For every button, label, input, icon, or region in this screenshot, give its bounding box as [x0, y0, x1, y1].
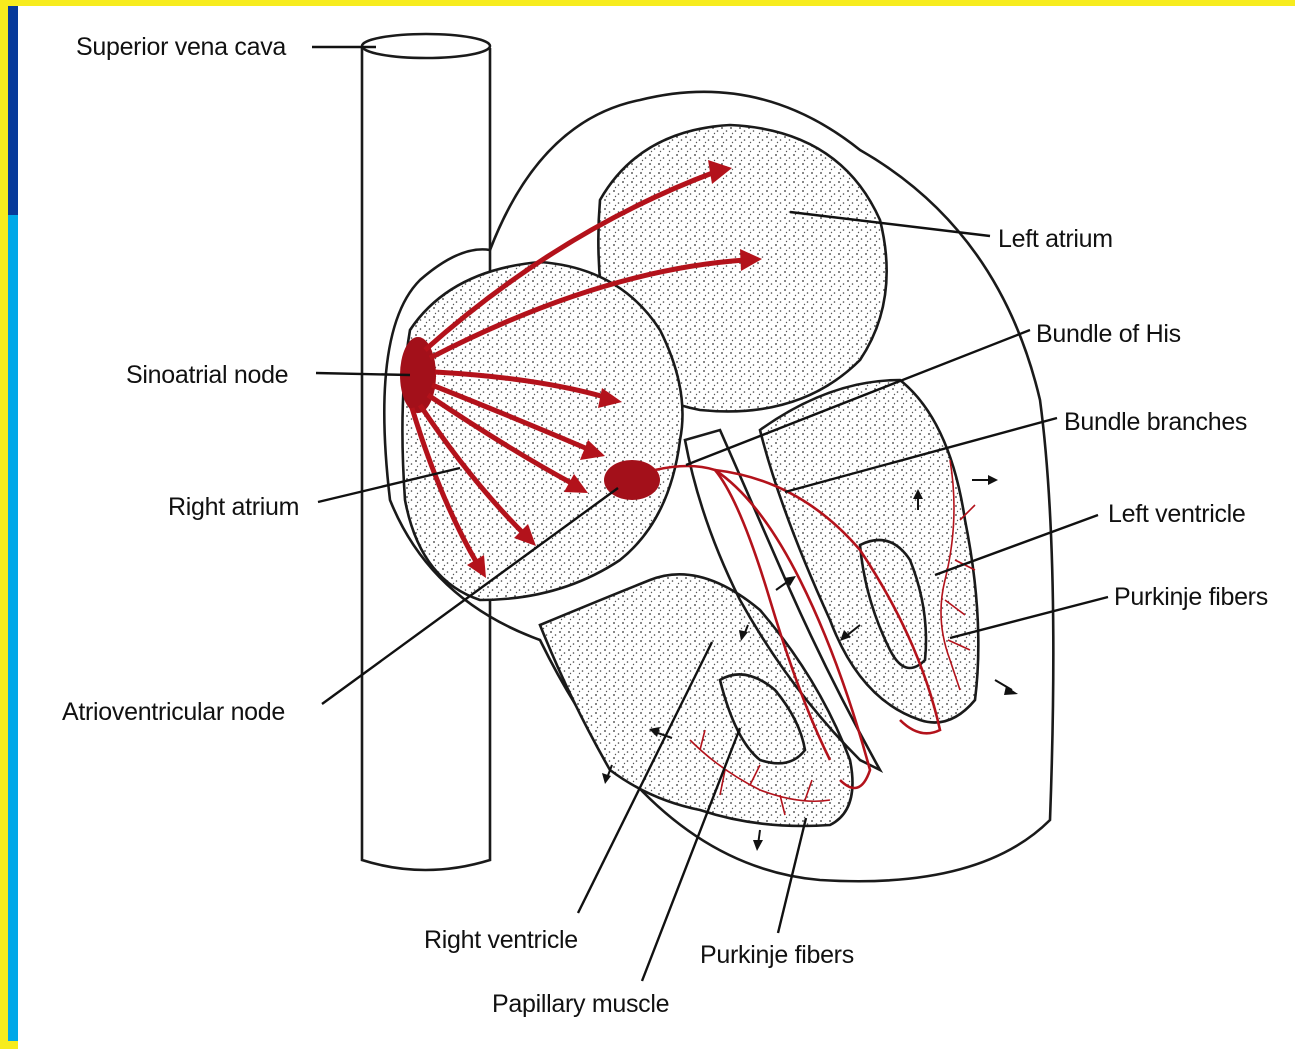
label-purkinje-fibers-bottom: Purkinje fibers	[700, 941, 854, 969]
label-superior-vena-cava: Superior vena cava	[76, 33, 286, 61]
label-right-ventricle: Right ventricle	[424, 926, 578, 954]
label-right-atrium: Right atrium	[168, 493, 299, 521]
atrioventricular-node-shape	[604, 460, 660, 500]
label-sinoatrial-node: Sinoatrial node	[126, 361, 288, 389]
label-bundle-branches: Bundle branches	[1064, 408, 1247, 436]
label-left-atrium: Left atrium	[998, 225, 1113, 253]
label-left-ventricle: Left ventricle	[1108, 500, 1246, 528]
label-bundle-of-his: Bundle of His	[1036, 320, 1181, 348]
label-purkinje-fibers-right: Purkinje fibers	[1114, 583, 1268, 611]
label-papillary-muscle: Papillary muscle	[492, 990, 669, 1018]
label-atrioventricular-node: Atrioventricular node	[62, 698, 285, 726]
